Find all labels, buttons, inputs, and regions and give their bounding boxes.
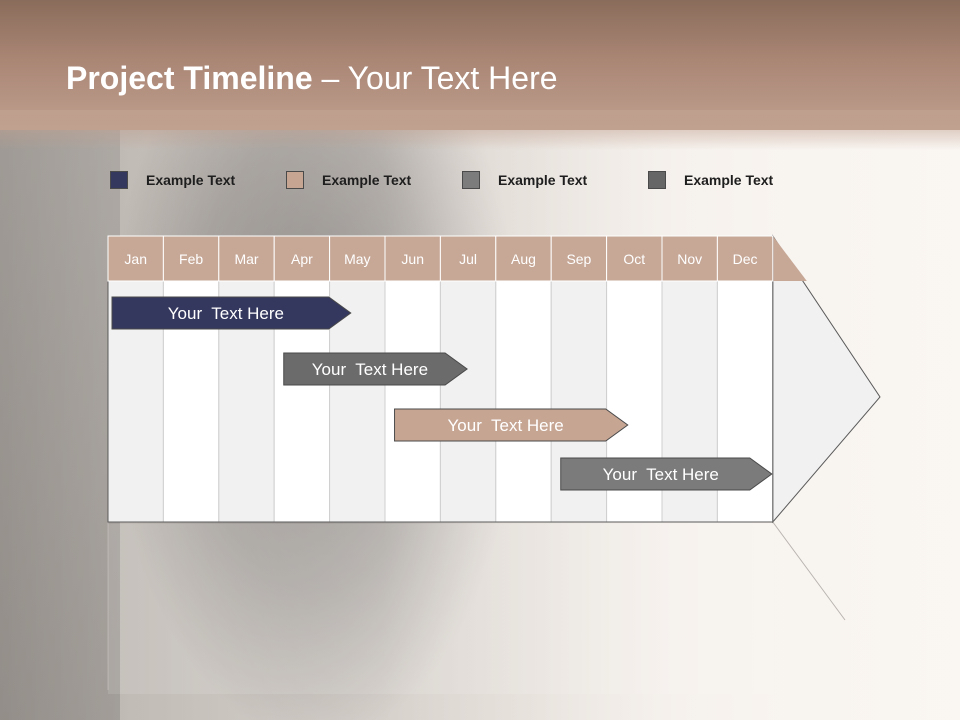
month-header: Jan Feb Mar Apr May Jun Jul Aug Sep Oct Nov Dec xyxy=(107,235,774,282)
title-rest: Your Text Here xyxy=(347,60,558,96)
month-header-cell xyxy=(329,235,386,282)
reflection-line xyxy=(107,521,846,690)
legend-swatch xyxy=(286,171,304,189)
timeline-reflection xyxy=(107,521,846,694)
month-header-cell xyxy=(273,235,331,282)
task-bar: Your Text Here xyxy=(394,408,629,442)
task-bar: Your Text Here xyxy=(560,457,773,491)
title-banner xyxy=(0,0,960,130)
legend-label: Example Text xyxy=(322,172,412,188)
month-column xyxy=(495,280,552,523)
month-column xyxy=(384,280,441,523)
title-separator: – xyxy=(321,60,340,96)
legend-label: Example Text xyxy=(498,172,588,188)
month-label: Jul xyxy=(459,251,477,267)
arrow-head-band xyxy=(772,236,807,281)
month-label: Nov xyxy=(677,251,702,267)
task-arrow-shape xyxy=(283,352,468,386)
month-label: Apr xyxy=(291,251,313,267)
task-label: Your Text Here xyxy=(312,360,428,379)
legend-swatch xyxy=(110,171,128,189)
task-arrow-shape xyxy=(560,457,773,491)
month-header-cell xyxy=(661,235,718,282)
month-column xyxy=(439,280,497,523)
legend-swatch xyxy=(462,171,480,189)
legend-item: Example Text xyxy=(110,170,235,190)
legend-item: Example Text xyxy=(462,170,587,190)
task-arrow-shape xyxy=(111,296,352,330)
task-bar: Your Text Here xyxy=(283,352,468,386)
title-bold: Project Timeline xyxy=(66,60,313,96)
legend-item: Example Text xyxy=(286,170,411,190)
month-header-cell xyxy=(218,235,275,282)
month-header-cell xyxy=(162,235,220,282)
month-label: Dec xyxy=(733,251,758,267)
month-label: Jun xyxy=(401,251,424,267)
legend-label: Example Text xyxy=(684,172,774,188)
reflection-panel xyxy=(108,524,773,694)
month-label: Feb xyxy=(179,251,203,267)
task-label: Your Text Here xyxy=(448,416,564,435)
month-label: May xyxy=(344,251,370,267)
slide-title: Project Timeline – Your Text Here xyxy=(66,60,558,97)
task-bar: Your Text Here xyxy=(111,296,352,330)
task-label: Your Text Here xyxy=(603,465,719,484)
task-arrow-shape xyxy=(394,408,629,442)
month-label: Mar xyxy=(234,251,258,267)
month-label: Jan xyxy=(124,251,147,267)
month-label: Sep xyxy=(566,251,591,267)
legend-label: Example Text xyxy=(146,172,236,188)
legend-item: Example Text xyxy=(648,170,773,190)
legend-swatch xyxy=(648,171,666,189)
month-header-cell xyxy=(107,235,164,282)
month-label: Oct xyxy=(623,251,645,267)
month-label: Aug xyxy=(511,251,536,267)
month-header-cell xyxy=(495,235,552,282)
month-header-cell xyxy=(384,235,441,282)
month-header-cell xyxy=(606,235,663,282)
month-header-cell xyxy=(716,235,774,282)
task-label: Your Text Here xyxy=(168,304,284,323)
